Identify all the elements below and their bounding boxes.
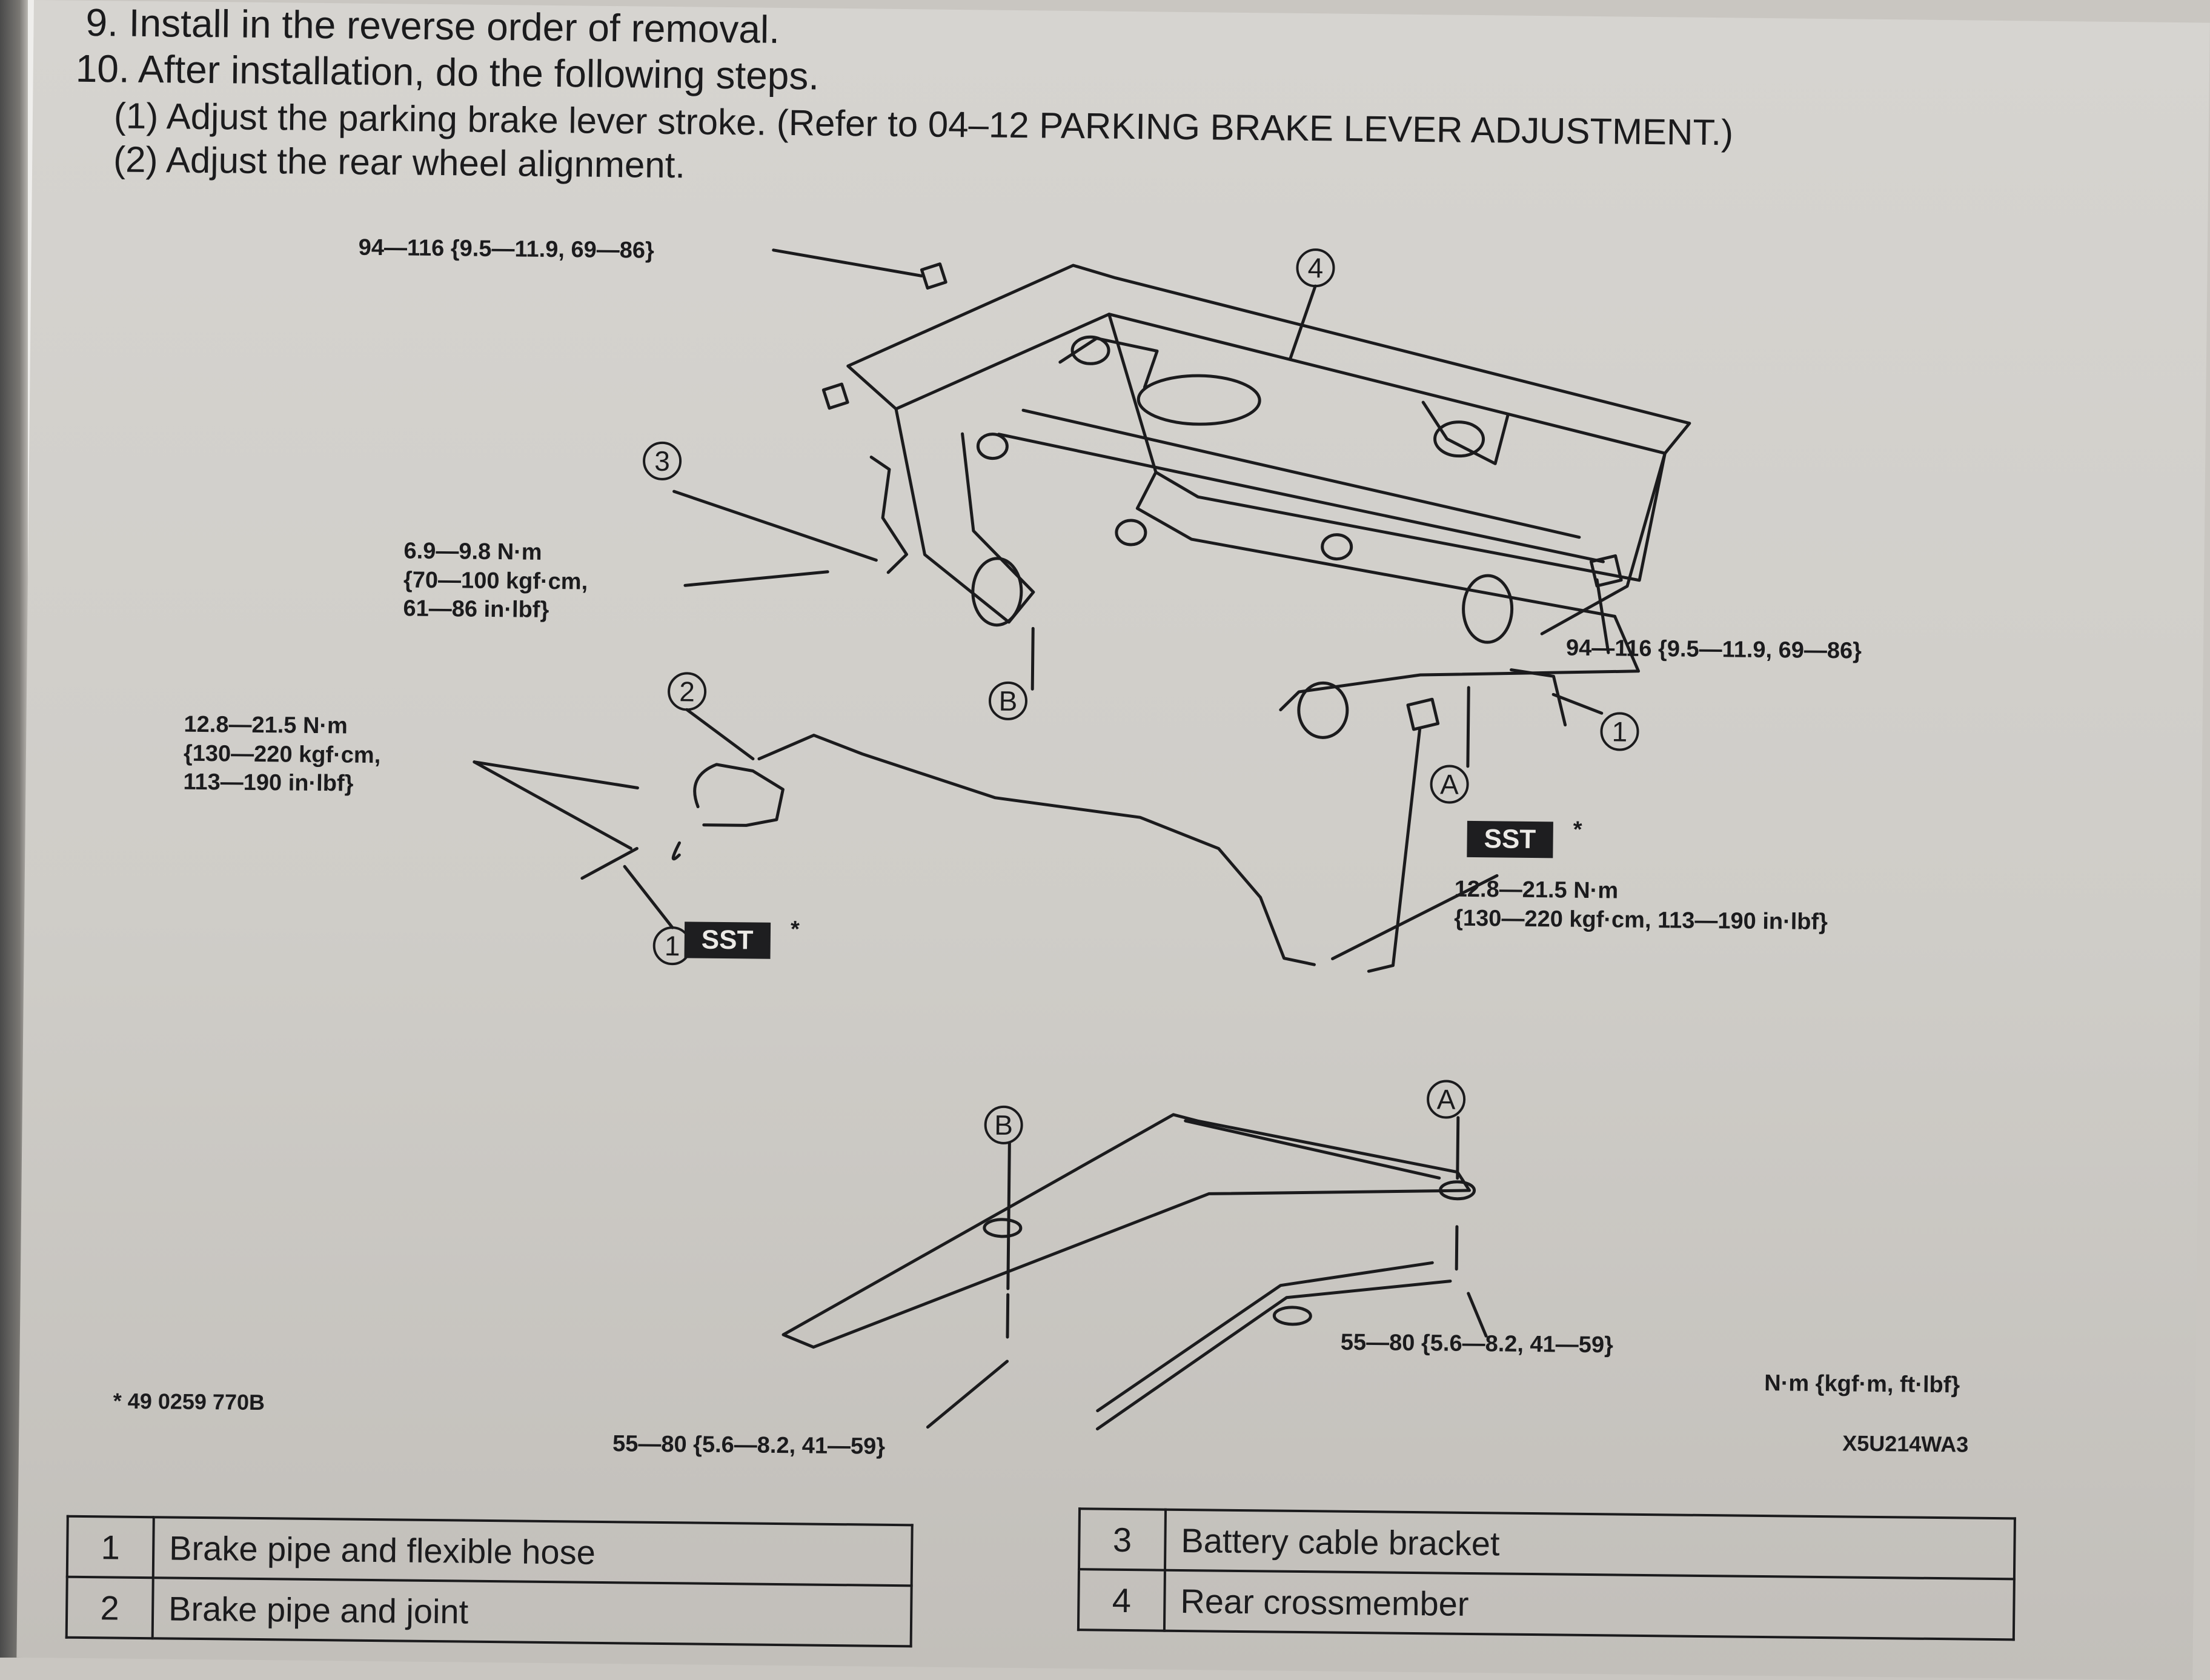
callout-A-lower-circle xyxy=(1427,1080,1466,1119)
torque-label-pipe-left: 12.8—21.5 N·m {130—220 kgf·cm, 113—190 i… xyxy=(183,711,381,797)
callout-2-circle xyxy=(668,672,707,711)
callout-1-right: 1 xyxy=(1611,715,1627,747)
legend-text: Battery cable bracket xyxy=(1164,1509,2015,1579)
legend-number: 1 xyxy=(67,1516,154,1578)
torque-label-lower-right: 55—80 {5.6—8.2, 41—59} xyxy=(1340,1329,1614,1358)
legend-number: 2 xyxy=(66,1576,153,1639)
legend-row: 2 Brake pipe and joint xyxy=(66,1576,912,1647)
brake-pipe-drawing xyxy=(757,734,1316,966)
callout-1-left: 1 xyxy=(665,930,680,961)
sst-star-left: * xyxy=(790,917,800,943)
left-bolt-drawing xyxy=(580,847,639,880)
sst-part-number-note: * 49 0259 770B xyxy=(113,1388,265,1415)
torque-units-note: N·m {kgf·m, ft·lbf} xyxy=(1764,1370,1960,1398)
torque-label-cable-bracket: 6.9—9.8 N·m {70—100 kgf·cm, 61—86 in·lbf… xyxy=(403,538,588,623)
legend-table-left: 1 Brake pipe and flexible hose 2 Brake p… xyxy=(65,1515,914,1648)
torque-label-top-left: 94—116 {9.5—11.9, 69—86} xyxy=(358,234,654,264)
sst-star-right: * xyxy=(1573,817,1582,843)
right-flexible-hose-drawing xyxy=(1510,668,1567,727)
lower-brackets-drawing xyxy=(781,1113,1488,1431)
manual-page: 9. Install in the reverse order of remov… xyxy=(16,0,2210,1680)
legend-text: Brake pipe and joint xyxy=(152,1578,912,1647)
legend-row: 4 Rear crossmember xyxy=(1078,1569,2014,1640)
legend-number: 3 xyxy=(1078,1509,1166,1570)
crossmember-exploded-diagram: 4 3 2 1 1 B A B A xyxy=(473,248,1691,1431)
sst-tag-left: SST xyxy=(684,921,771,959)
torque-label-pipe-right: 12.8—21.5 N·m {130—220 kgf·cm, 113—190 i… xyxy=(1454,876,1828,935)
callout-B: B xyxy=(998,685,1017,717)
legend-row: 1 Brake pipe and flexible hose xyxy=(67,1516,912,1586)
callout-B-lower-circle xyxy=(984,1105,1023,1144)
torque-label-lower-left: 55—80 {5.6—8.2, 41—59} xyxy=(612,1431,886,1459)
sst-tag-right: SST xyxy=(1467,820,1553,858)
callout-A: A xyxy=(1440,768,1459,800)
callout-A-circle xyxy=(1430,765,1469,804)
callout-3: 3 xyxy=(654,445,670,477)
callout-B-lower: B xyxy=(994,1109,1013,1141)
rear-crossmember-drawing xyxy=(846,264,1691,739)
legend-number: 4 xyxy=(1078,1569,1165,1631)
mounting-nuts-drawing xyxy=(821,262,1623,731)
flexible-hose-drawing xyxy=(693,763,785,827)
callout-A-lower: A xyxy=(1437,1083,1456,1115)
callout-B-circle xyxy=(988,681,1027,720)
figure-code: X5U214WA3 xyxy=(1842,1430,1969,1457)
battery-cable-bracket-drawing xyxy=(869,456,908,574)
legend-text: Rear crossmember xyxy=(1164,1570,2014,1640)
callout-4: 4 xyxy=(1307,252,1323,284)
legend-row: 3 Battery cable bracket xyxy=(1078,1509,2015,1579)
callout-3-circle xyxy=(643,441,682,480)
torque-label-right: 94—116 {9.5—11.9, 69—86} xyxy=(1565,635,1862,664)
legend-table-right: 3 Battery cable bracket 4 Rear crossmemb… xyxy=(1077,1507,2016,1641)
legend-text: Brake pipe and flexible hose xyxy=(153,1517,912,1586)
callout-2: 2 xyxy=(679,676,695,707)
callout-1-right-circle xyxy=(1600,712,1639,751)
callout-4-circle xyxy=(1296,248,1335,288)
